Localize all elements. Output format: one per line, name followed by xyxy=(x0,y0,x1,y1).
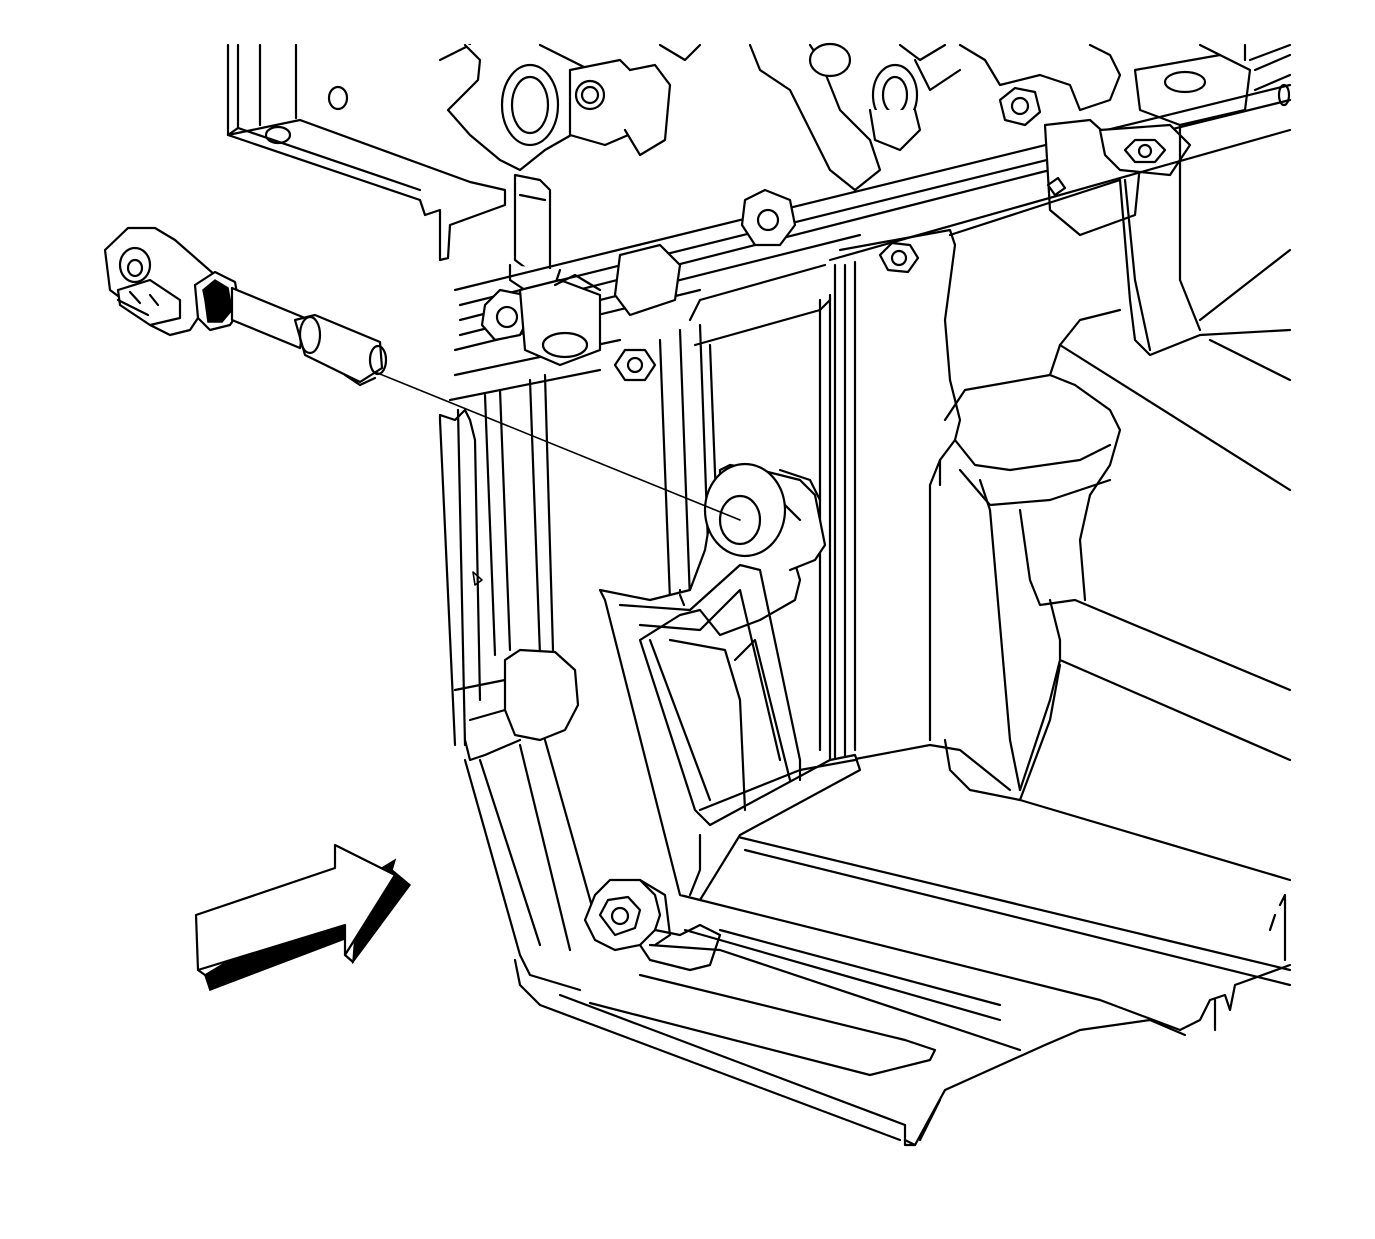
engine-block-rails xyxy=(448,83,1292,402)
arrow-mark-icon xyxy=(472,571,483,586)
oil-pan xyxy=(438,123,1292,1147)
view-direction-arrow xyxy=(194,843,412,991)
upper-bracket xyxy=(226,43,507,262)
oil-level-sensor xyxy=(103,226,741,521)
leader-line xyxy=(374,371,741,521)
